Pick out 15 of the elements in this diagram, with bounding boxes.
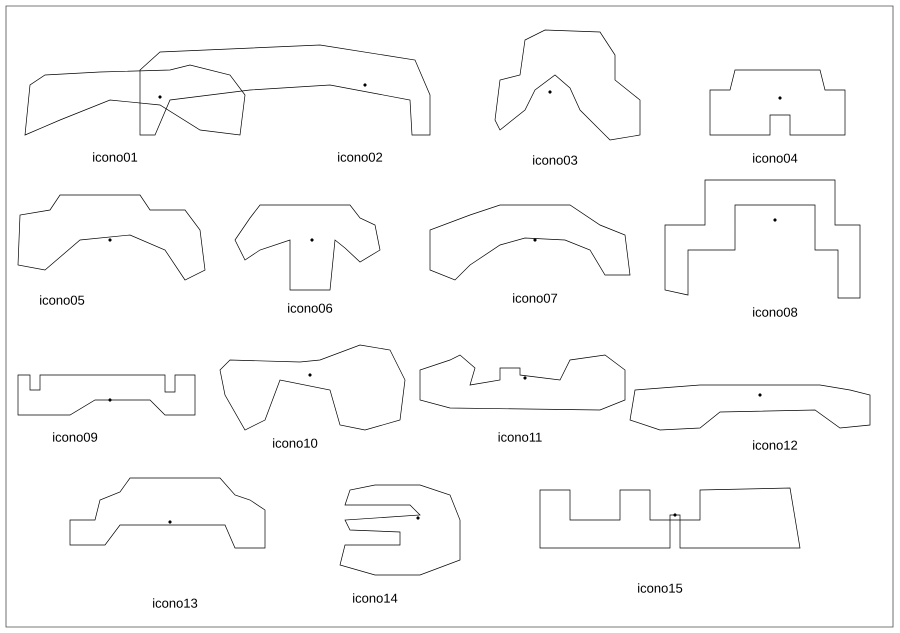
shape-label: icono10 xyxy=(273,438,318,448)
shape-label: icono13 xyxy=(153,598,198,608)
shape-label: icono01 xyxy=(93,152,138,162)
shape-label: icono11 xyxy=(498,432,542,442)
shape-label: icono08 xyxy=(753,307,798,317)
shape-label: icono14 xyxy=(353,593,398,603)
shape-label: icono09 xyxy=(53,432,98,442)
shape-label: icono07 xyxy=(513,293,558,303)
shape-label: icono04 xyxy=(753,153,798,163)
shape-label: icono06 xyxy=(288,303,332,313)
shape-label: icono12 xyxy=(753,440,798,450)
shape-label: icono15 xyxy=(638,583,682,593)
shape-label: icono05 xyxy=(40,295,84,305)
shape-label: icono02 xyxy=(338,152,382,162)
shape-label: icono03 xyxy=(533,155,578,165)
